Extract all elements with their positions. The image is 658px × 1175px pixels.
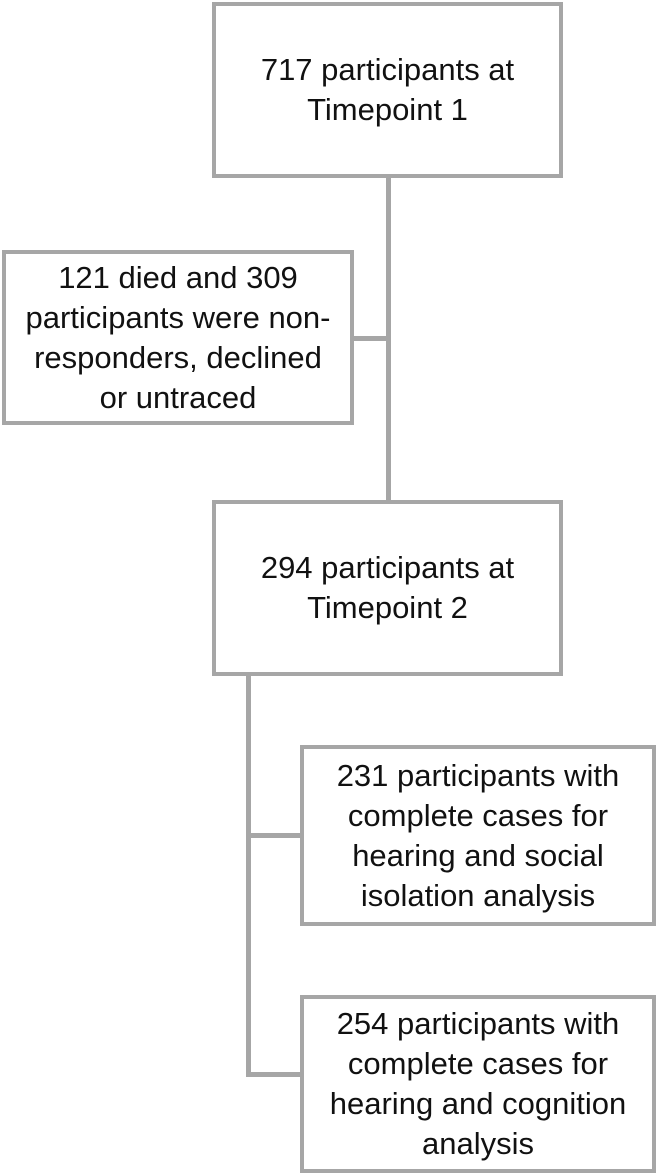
flow-box-hearing-social-analysis-label: 231 participants with complete cases for… — [336, 757, 620, 913]
flow-box-timepoint1: 717 participants at Timepoint 1 — [212, 2, 563, 178]
flow-box-hearing-social-analysis: 231 participants with complete cases for… — [300, 745, 656, 926]
connector-attrition-branch — [352, 336, 388, 341]
flow-box-hearing-cognition-analysis: 254 participants with complete cases for… — [300, 995, 656, 1173]
flow-box-timepoint2-label: 294 participants at Timepoint 2 — [260, 550, 515, 625]
connector-hearing-cognition-branch — [249, 1072, 302, 1077]
flow-box-timepoint1-label: 717 participants at Timepoint 1 — [260, 52, 515, 127]
flow-box-attrition-label: 121 died and 309 participants were non-r… — [25, 259, 331, 415]
flow-box-timepoint2: 294 participants at Timepoint 2 — [212, 500, 563, 676]
connector-hearing-social-branch — [249, 833, 302, 838]
flow-box-hearing-cognition-analysis-label: 254 participants with complete cases for… — [329, 1006, 627, 1161]
connector-timepoint2-down-line — [246, 676, 251, 1077]
connector-timepoint1-to-timepoint2 — [386, 178, 391, 500]
flow-box-attrition: 121 died and 309 participants were non-r… — [2, 250, 354, 425]
